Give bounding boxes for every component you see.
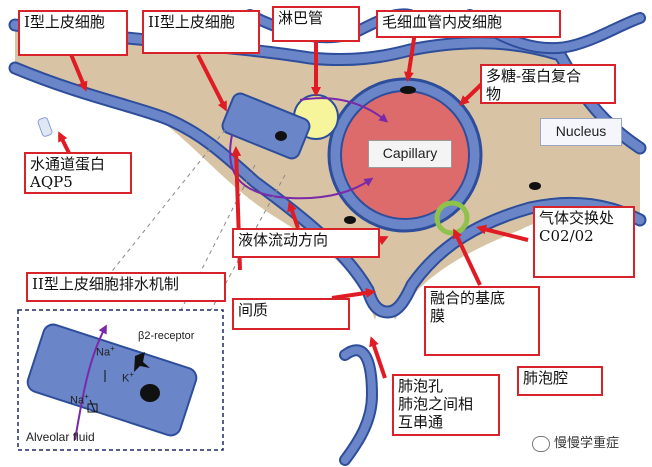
label-flow: 液体流动方向 [232, 228, 380, 258]
label-endothelial: 毛细血管内皮细胞 [376, 10, 561, 38]
label-nucleus: Nucleus [540, 118, 622, 146]
inset-k: K+ [122, 370, 135, 385]
inset-alveolar-fluid: Alveolar fluid [26, 430, 95, 444]
label-aqp5: 水通道蛋白 AQP5 [24, 152, 132, 194]
inset-nucleus [140, 384, 160, 402]
endothelial-nucleus-2 [344, 216, 356, 224]
label-glycoprotein: 多糖-蛋白复合 物 [480, 64, 616, 104]
label-type2-drain: II型上皮细胞排水机制 [26, 272, 226, 302]
nucleus-dot [529, 182, 541, 190]
inset-flow-arrow [74, 324, 107, 441]
label-alveolus: 肺泡腔 [517, 366, 603, 396]
watermark: 慢慢学重症 [532, 432, 619, 452]
inset-beta-receptor: β2-receptor [138, 330, 195, 342]
label-interstitium: 间质 [232, 298, 350, 330]
gas-exchange-site [434, 200, 470, 236]
inset-panel [17, 309, 224, 451]
label-capillary: Capillary [368, 140, 452, 168]
wechat-icon [532, 435, 550, 452]
label-basement: 融合的基底 膜 [424, 286, 540, 356]
label-lymph: 淋巴管 [272, 6, 360, 42]
fluid-flow-path [229, 134, 374, 200]
fluid-flow-path-top [299, 97, 389, 123]
label-type1-cell: I型上皮细胞 [18, 10, 128, 56]
inset-cell [26, 323, 198, 437]
endothelial-nucleus [400, 86, 416, 94]
label-gas: 气体交换处 C02/02 [533, 206, 635, 278]
label-type2-cell: II型上皮细胞 [142, 10, 260, 54]
label-pores: 肺泡孔 肺泡之间相 互串通 [392, 374, 500, 436]
inset-receptor [134, 352, 150, 372]
type2-cell-body [221, 92, 311, 160]
aqp5-channel [37, 117, 53, 137]
type2-cell-nucleus [275, 131, 287, 141]
inset-na-bottom: Na+ [70, 392, 89, 407]
inset-na-top: Na+ [96, 344, 115, 359]
